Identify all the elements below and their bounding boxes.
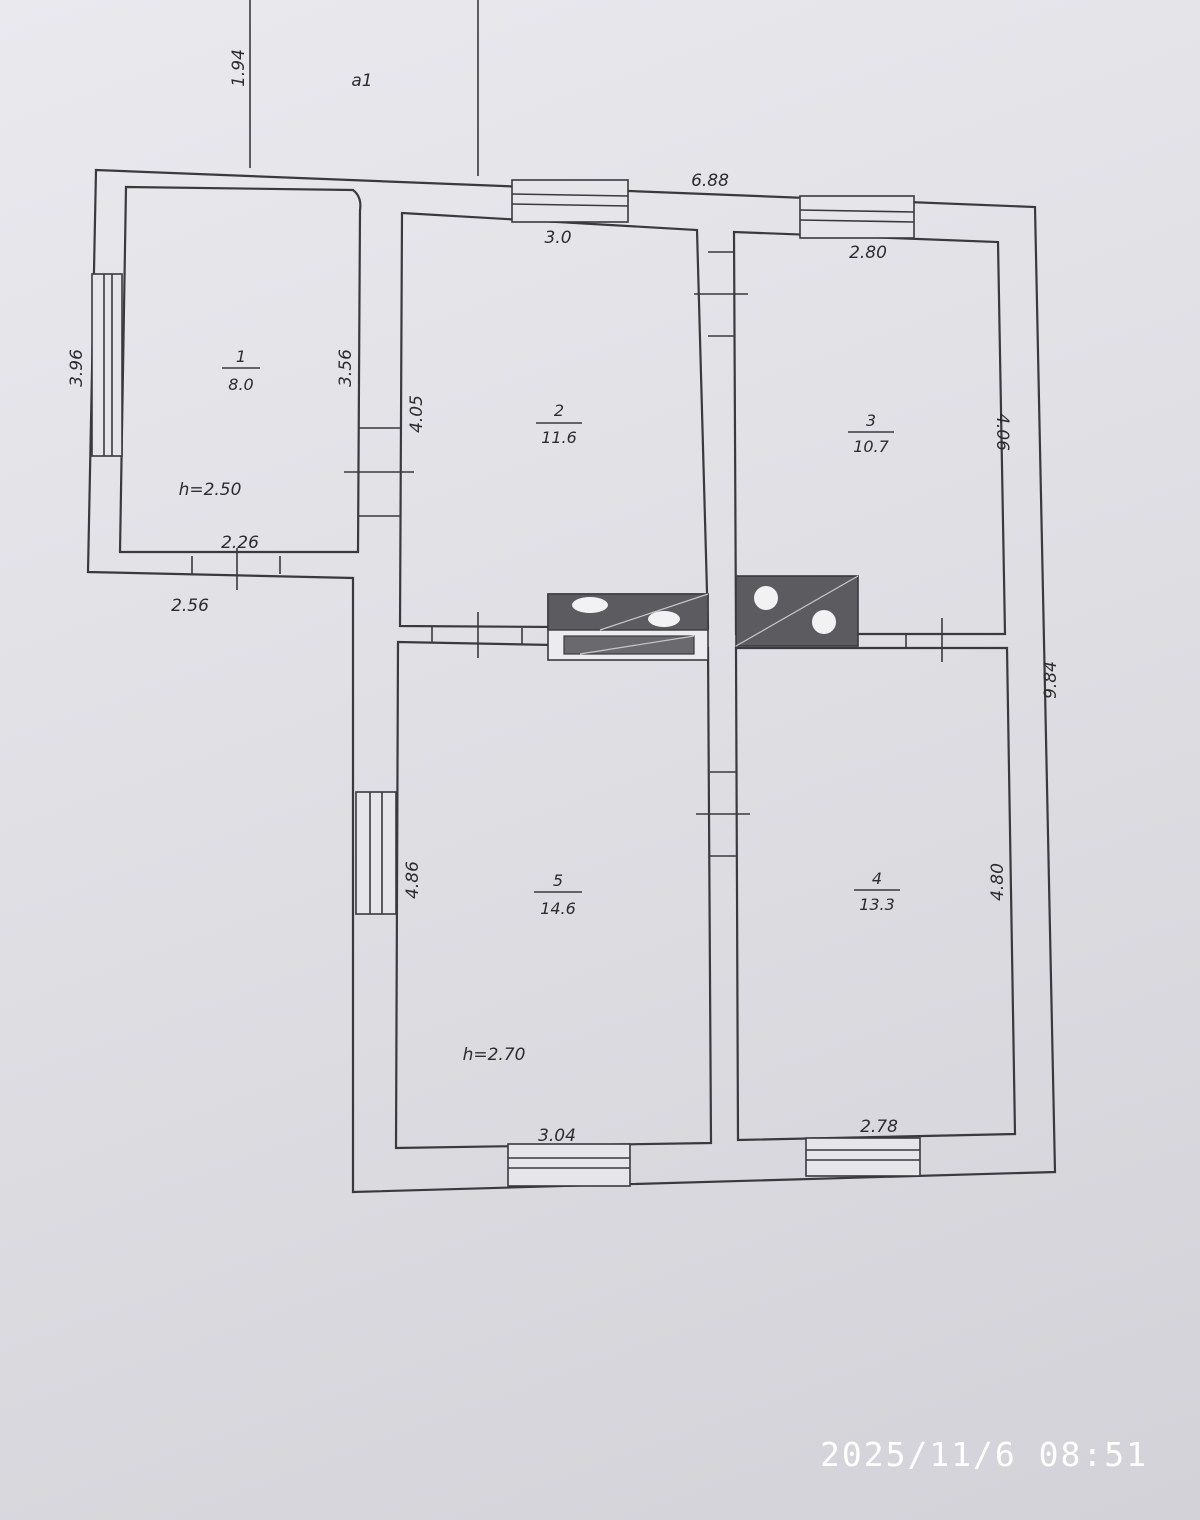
door-room-5-room-4 xyxy=(696,771,750,857)
door-room-1-room-2 xyxy=(344,427,414,517)
room-5-number: 5 xyxy=(553,871,563,890)
dimension-room-2-depth: 4.05 xyxy=(407,395,427,433)
annex-label: a1 xyxy=(351,71,372,91)
room-1-number: 1 xyxy=(236,347,246,366)
room-5-area: 14.6 xyxy=(540,899,576,918)
dimension-room-1-width: 2.26 xyxy=(221,533,259,553)
window-bottom-room-4 xyxy=(805,1137,921,1177)
dimension-annex-depth: 3.96 xyxy=(67,349,87,387)
room-4-outline xyxy=(734,646,1017,1142)
room-1-outline xyxy=(118,185,362,554)
room-3-label: 3 10.7 xyxy=(848,411,894,456)
dimension-room-3-depth: 4.06 xyxy=(992,413,1012,451)
outer-wall xyxy=(86,168,1057,1194)
ceiling-height-house: h=2.70 xyxy=(463,1045,526,1065)
dimension-overall-depth: 9.84 xyxy=(1041,661,1061,699)
room-2-number: 2 xyxy=(554,401,564,420)
room-5-outline xyxy=(394,640,713,1150)
dimension-room-1-depth: 3.56 xyxy=(336,349,356,387)
dimension-room-4-width: 2.78 xyxy=(860,1117,898,1137)
dimension-room-2-width: 3.0 xyxy=(544,228,571,248)
room-1-area: 8.0 xyxy=(228,375,253,394)
room-3-outline xyxy=(732,230,1007,636)
dimension-overall-width: 6.88 xyxy=(691,171,729,191)
room-4-label: 4 13.3 xyxy=(854,869,900,914)
room-2-area: 11.6 xyxy=(541,428,577,447)
window-top-room-3 xyxy=(799,195,915,239)
door-room-2-room-5 xyxy=(431,612,523,658)
dimension-room-5-depth: 4.86 xyxy=(403,861,423,899)
photo-timestamp: 2025/11/6 08:51 xyxy=(819,1435,1148,1474)
dimension-room-4-depth: 4.80 xyxy=(988,863,1008,901)
door-room-3-room-4 xyxy=(860,618,1005,662)
room-4-area: 13.3 xyxy=(859,895,895,914)
room-1-label: 1 8.0 xyxy=(222,347,260,394)
stove-right xyxy=(735,575,859,647)
room-3-area: 10.7 xyxy=(853,437,889,456)
door-room-2-room-3 xyxy=(694,251,748,337)
dimension-annex-width: 2.56 xyxy=(171,596,209,616)
ceiling-height-annex: h=2.50 xyxy=(179,480,242,500)
window-left-room-1 xyxy=(91,273,123,457)
window-left-room-5 xyxy=(355,791,397,915)
room-3-number: 3 xyxy=(866,411,876,430)
room-2-outline xyxy=(398,211,710,630)
room-4-number: 4 xyxy=(872,869,882,888)
dimension-room-3-width: 2.80 xyxy=(849,243,887,263)
door-room-1-bottom xyxy=(191,548,281,590)
dimension-annex-offset: 1.94 xyxy=(229,49,249,87)
window-top-room-2 xyxy=(511,179,629,223)
room-5-label: 5 14.6 xyxy=(534,871,582,918)
dimension-room-5-width: 3.04 xyxy=(538,1126,576,1146)
room-2-label: 2 11.6 xyxy=(536,401,582,447)
stove-left xyxy=(547,593,709,661)
window-bottom-room-5 xyxy=(507,1143,631,1187)
